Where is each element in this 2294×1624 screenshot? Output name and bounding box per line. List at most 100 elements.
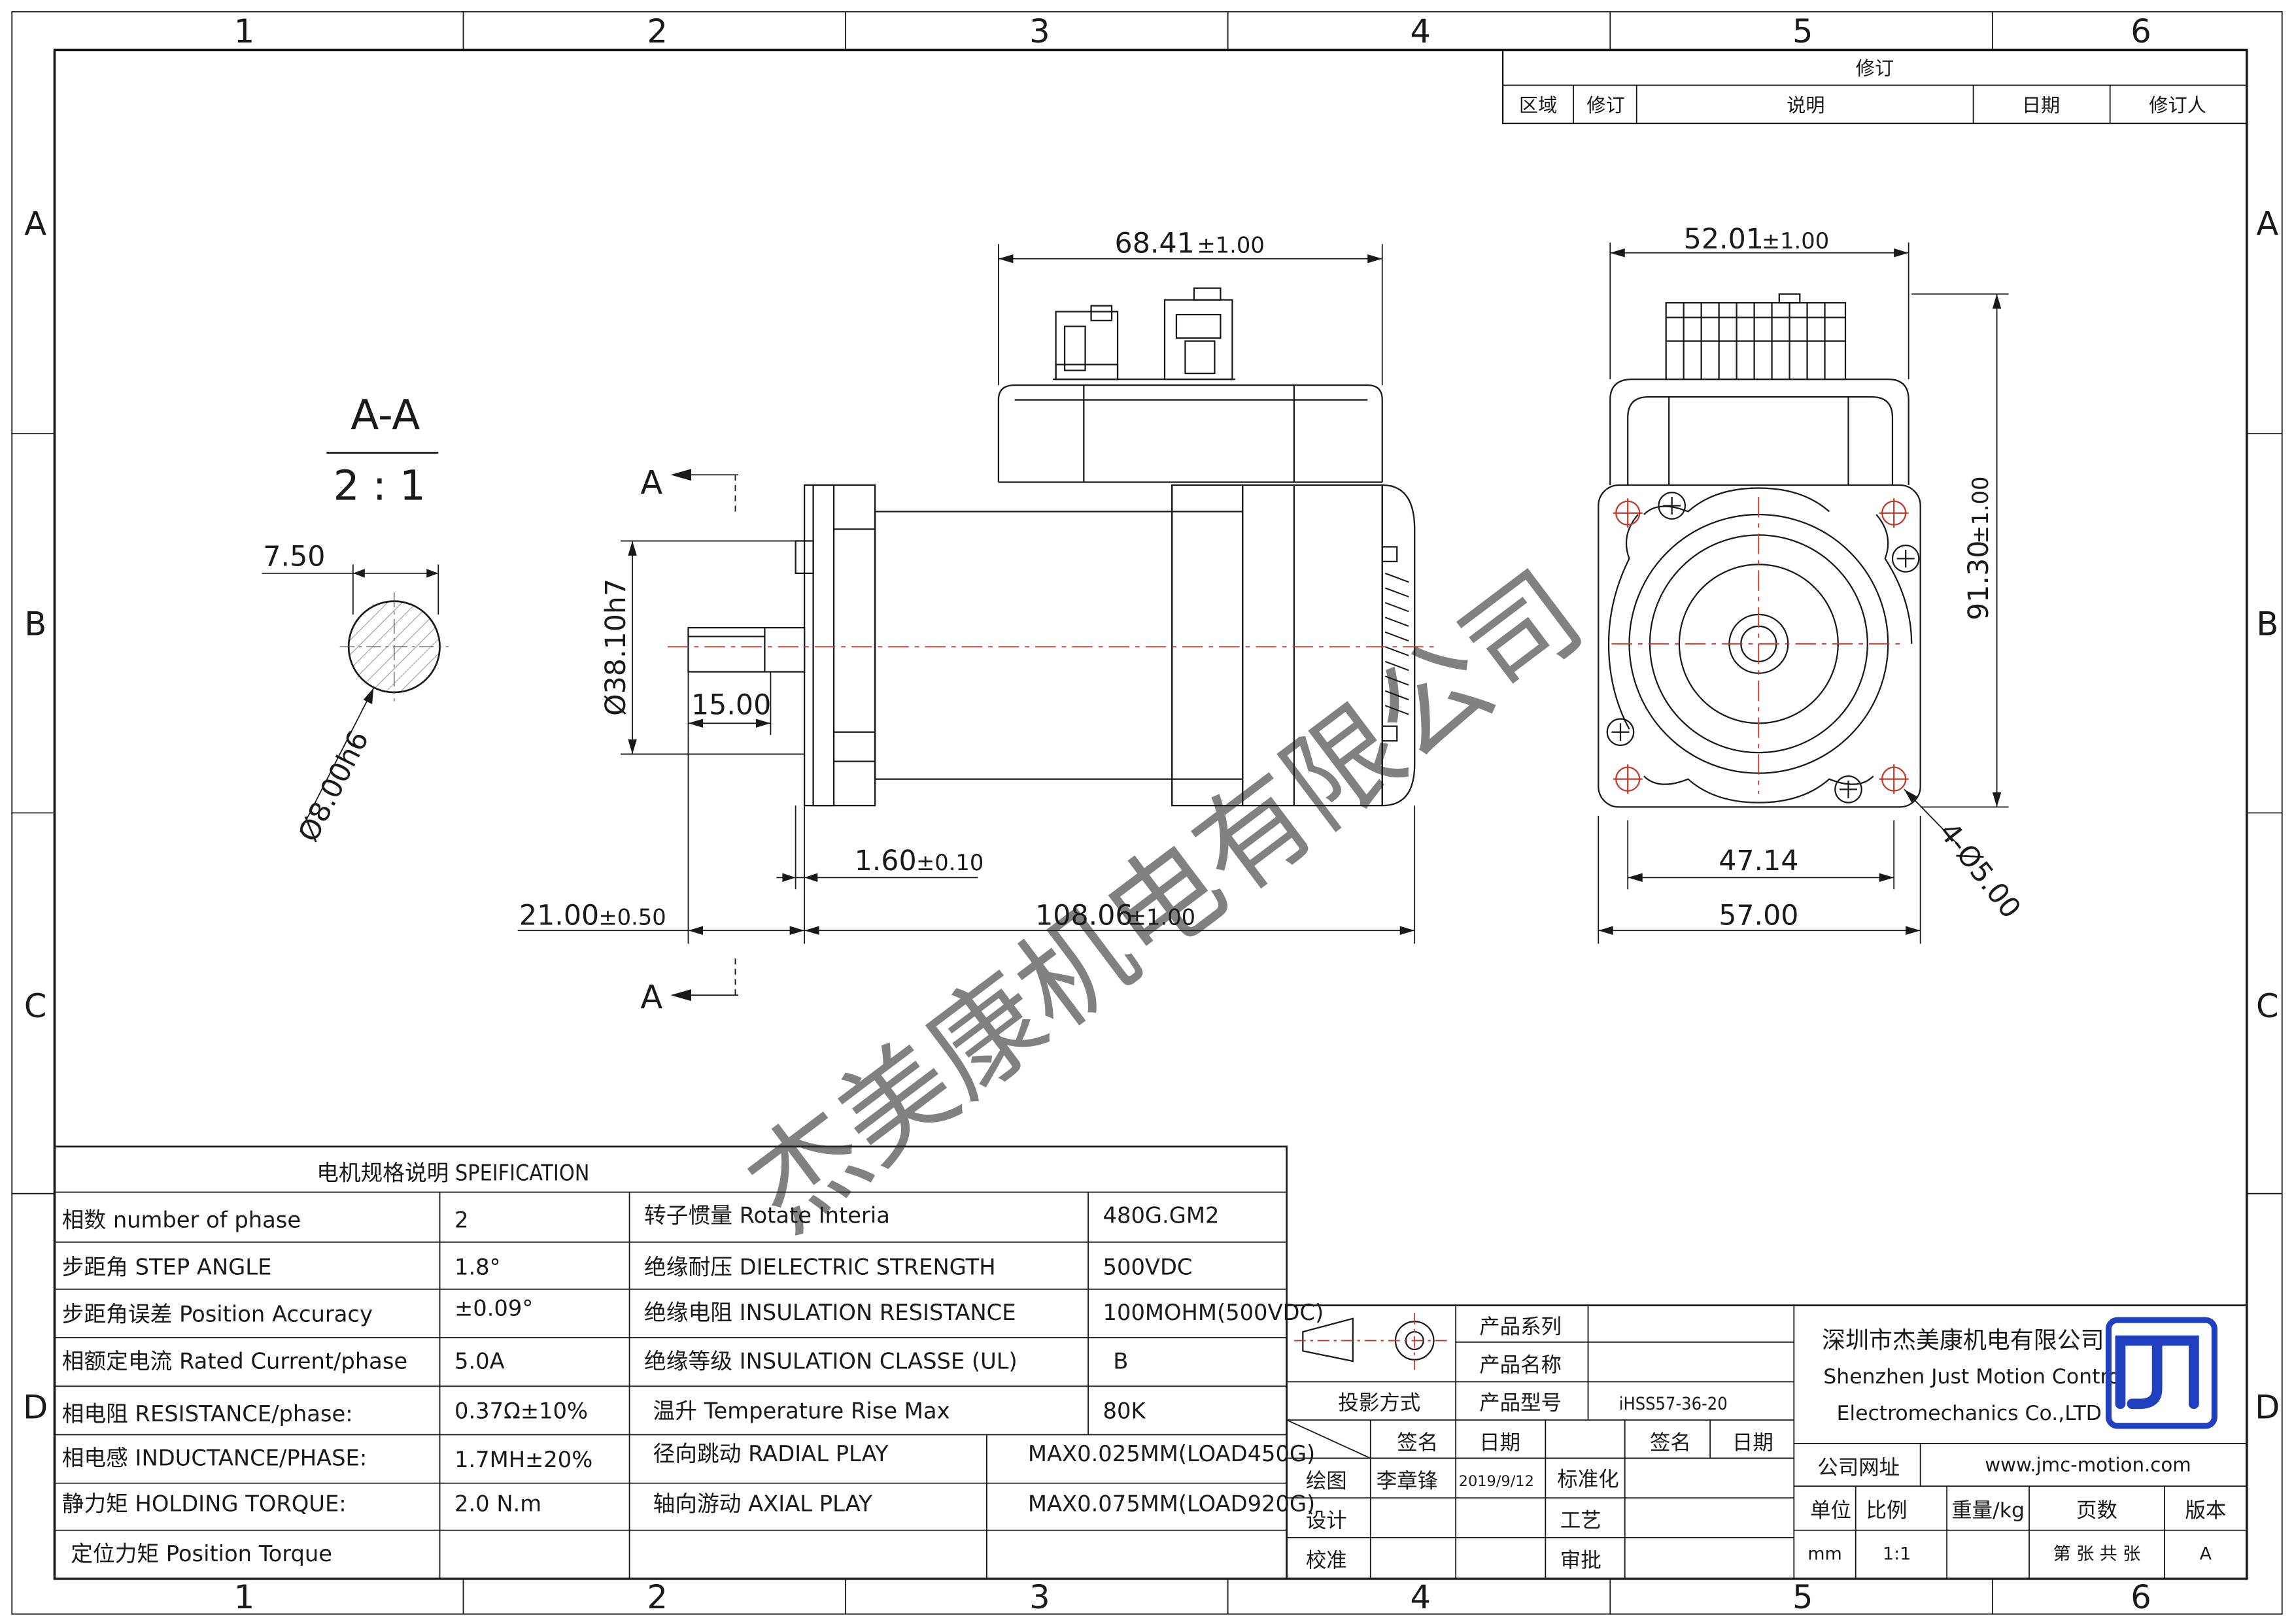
- spec-row-1-l-value: 1.8°: [454, 1254, 500, 1279]
- tb-drawn-label: 绘图: [1306, 1469, 1347, 1493]
- tb-sign-label: 签名: [1397, 1431, 1438, 1455]
- tb-company-en-1: Shenzhen Just Motion Control: [1823, 1365, 2126, 1389]
- tb-projection-label: 投影方式: [1338, 1391, 1420, 1415]
- col-number-3-bottom: 3: [1029, 1578, 1050, 1616]
- section-scale: 2 : 1: [334, 462, 426, 509]
- tb-pages-label: 页数: [2076, 1498, 2117, 1522]
- tb-standard-label: 标准化: [1557, 1468, 1618, 1491]
- spec-row-0-l-value: 2: [454, 1207, 468, 1232]
- dim-body-len: 108.06: [1035, 899, 1133, 932]
- tb-website-label: 公司网址: [1817, 1456, 1900, 1480]
- spec-row-5-l-value: 1.7MH±20%: [454, 1447, 592, 1472]
- row-letter-a: A: [24, 205, 46, 243]
- spec-row-3-r-value: B: [1113, 1348, 1128, 1374]
- spec-row-3-r-label: 绝缘等级 INSULATION CLASSE (UL): [644, 1348, 1018, 1374]
- tb-model-label: 产品型号: [1479, 1391, 1562, 1415]
- driver-box: [997, 384, 1383, 483]
- spec-row-0-r-label: 转子惯量 Rotate Interia: [644, 1203, 890, 1228]
- revision-header-area: 区域: [1519, 94, 1557, 116]
- tb-ratio-label: 比例: [1866, 1498, 1907, 1522]
- row-letter-d: D: [23, 1389, 48, 1427]
- tb-company-en-2: Electromechanics Co.,LTD: [1837, 1402, 2102, 1425]
- shaft: [687, 626, 806, 673]
- dim-side-width-top-tol: ±1.00: [1762, 228, 1829, 254]
- tb-weight-label: 重量/kg: [1951, 1498, 2025, 1522]
- dim-pilot: Ø38.10h7: [600, 579, 632, 716]
- col-number-1-bottom: 1: [234, 1578, 254, 1616]
- tb-drawn-by: 李章锋: [1377, 1469, 1438, 1493]
- cut-marker-top: A: [640, 464, 662, 501]
- spec-row-4-r-value: 80K: [1103, 1398, 1146, 1424]
- col-number-5: 5: [1792, 12, 1813, 50]
- tb-drawn-date: 2019/9/12: [1459, 1473, 1534, 1490]
- col-number-5-bottom: 5: [1792, 1578, 1813, 1616]
- tb-process-label: 工艺: [1560, 1509, 1601, 1532]
- dim-body-len-tol: ±1.00: [1128, 904, 1195, 930]
- spec-row-6-l-label: 静力矩 HOLDING TORQUE:: [62, 1491, 347, 1516]
- col-number-2: 2: [647, 12, 668, 50]
- tb-approve-label: 审批: [1560, 1549, 1601, 1572]
- tb-model-value: iHSS57-36-20: [1619, 1394, 1728, 1414]
- tb-unit-value: mm: [1807, 1544, 1842, 1565]
- dim-shaft-ext: 21.00: [519, 899, 599, 932]
- revision-header-desc: 说明: [1787, 94, 1824, 116]
- spec-row-5-r-value: MAX0.025MM(LOAD450G): [1028, 1441, 1315, 1466]
- tb-name-label: 产品名称: [1479, 1353, 1562, 1377]
- title-block: 产品系列 产品名称 产品型号 iHSS57-36-20 投影方式 签名 日期 签…: [1286, 1304, 2248, 1580]
- spec-row-6-r-value: MAX0.075MM(LOAD920G): [1028, 1491, 1315, 1516]
- dim-68-41-tol: ±1.00: [1197, 233, 1264, 258]
- section-view-aa: A-A 2 : 1 7.50 Ø8.00h6: [262, 392, 449, 847]
- front-view: A A: [517, 228, 1434, 1016]
- tb-website: www.jmc-motion.com: [1985, 1454, 2191, 1476]
- spec-row-0-l-label: 相数 number of phase: [62, 1207, 301, 1232]
- mounting-holes: [1613, 498, 1909, 794]
- dim-flange: 1.60: [855, 845, 917, 877]
- spec-row-4-l-value: 0.37Ω±10%: [454, 1398, 588, 1424]
- spec-table: 电机规格说明 SPEIFICATION 相数 number of phase 2…: [54, 1145, 1324, 1580]
- tb-sign-label-2: 签名: [1650, 1431, 1691, 1455]
- dim-flange-tol: ±0.10: [916, 850, 984, 875]
- spec-row-2-l-value: ±0.09°: [454, 1295, 533, 1321]
- motor-body: [795, 484, 1416, 807]
- tb-date-label: 日期: [1479, 1431, 1520, 1455]
- section-label: A-A: [351, 392, 420, 439]
- dim-flange-width: 57.00: [1719, 899, 1798, 932]
- tb-unit-label: 单位: [1810, 1498, 1851, 1522]
- dim-side-height-tol: ±1.00: [1968, 477, 1993, 544]
- dim-side-height: 91.30: [1962, 541, 1995, 620]
- col-number-1: 1: [234, 12, 254, 50]
- projection-symbol: [1293, 1312, 1448, 1370]
- tb-date-label-2: 日期: [1732, 1431, 1773, 1455]
- dim-holes: 4-Ø5.00: [1932, 817, 2027, 925]
- tb-company-cn: 深圳市杰美康机电有限公司: [1822, 1327, 2104, 1354]
- spec-row-1-r-value: 500VDC: [1103, 1254, 1193, 1279]
- cut-marker-bottom: A: [640, 978, 662, 1016]
- tb-design-label: 设计: [1306, 1509, 1347, 1532]
- heat-fins: [1384, 572, 1409, 715]
- tb-pages-value: 第 张 共 张: [2053, 1544, 2141, 1565]
- spec-row-6-r-label: 轴向游动 AXIAL PLAY: [653, 1491, 873, 1516]
- row-letter-d-right: D: [2255, 1389, 2280, 1427]
- col-number-4: 4: [1410, 12, 1430, 50]
- spec-row-3-l-label: 相额定电流 Rated Current/phase: [62, 1348, 408, 1374]
- tb-version-value: A: [2200, 1544, 2212, 1565]
- spec-title: 电机规格说明 SPEIFICATION: [317, 1160, 589, 1185]
- dim-shaft-ext-tol: ±0.50: [598, 904, 666, 930]
- dim-68-41: 68.41: [1115, 228, 1195, 260]
- spec-row-5-l-label: 相电感 INDUCTANCE/PHASE:: [62, 1446, 368, 1471]
- row-letter-c-right: C: [2256, 987, 2279, 1025]
- side-flange: [1598, 484, 1921, 808]
- tb-check-label: 校准: [1306, 1549, 1347, 1572]
- tb-version-label: 版本: [2185, 1498, 2226, 1522]
- section-diameter-dim: Ø8.00h6: [292, 726, 376, 847]
- side-view: 52.01 ±1.00 91.30 ±1.00 47.14 57.00: [1598, 223, 2027, 944]
- spec-row-7-l-label: 定位力矩 Position Torque: [71, 1541, 332, 1566]
- dim-shaft-len: 15.00: [691, 689, 771, 722]
- spec-row-1-r-label: 绝缘耐压 DIELECTRIC STRENGTH: [644, 1254, 996, 1279]
- col-number-2-bottom: 2: [647, 1578, 668, 1616]
- watermark: 杰美康机电有限公司: [725, 547, 1606, 1256]
- revision-table: 修订 区域 修订 说明 日期 修订人: [1501, 49, 2248, 124]
- connectors: [1053, 287, 1235, 381]
